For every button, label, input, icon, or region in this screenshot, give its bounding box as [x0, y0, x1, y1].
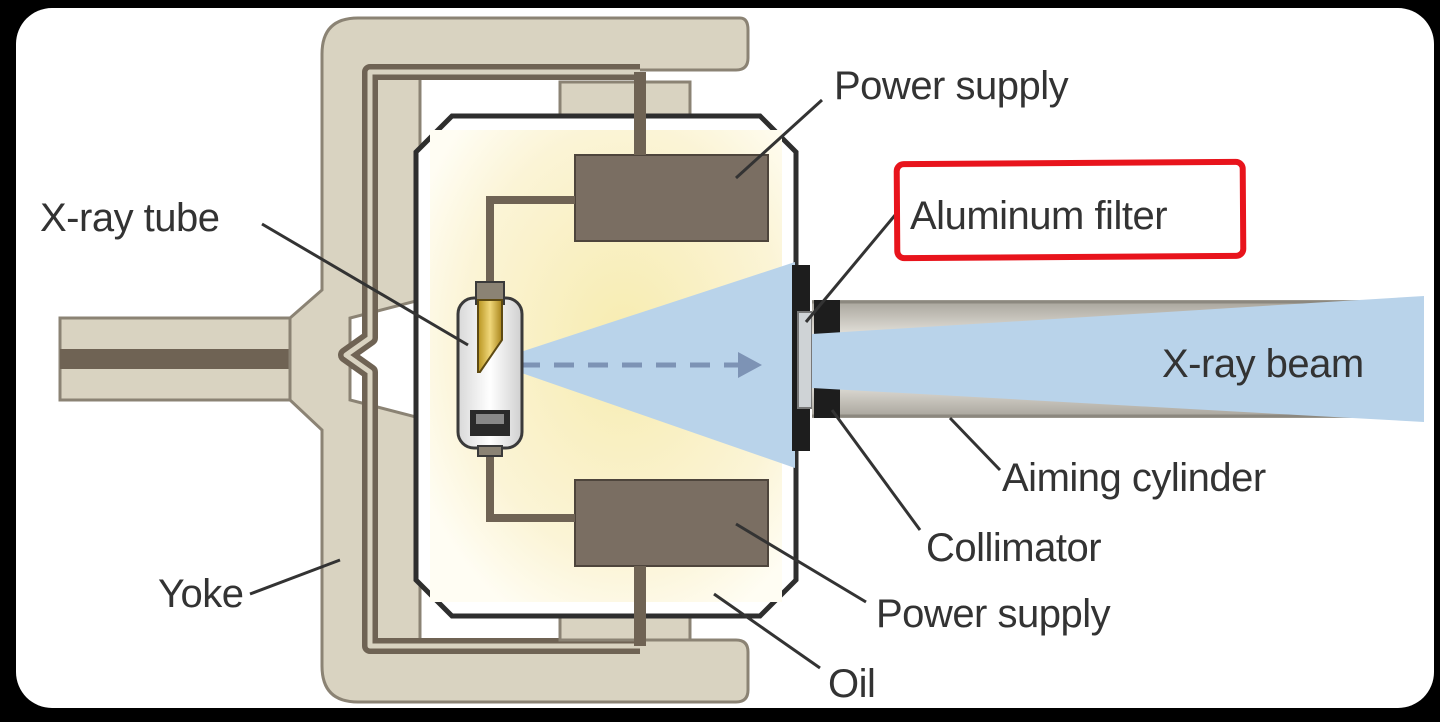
- top-mount: [558, 80, 692, 120]
- leader-lines: [249, 98, 1002, 670]
- label-aiming-cylinder: Aiming cylinder: [1002, 456, 1266, 500]
- label-collimator: Collimator: [926, 526, 1102, 570]
- power-supply-top: [574, 154, 769, 242]
- wire-bottom: [486, 455, 575, 522]
- power-supply-bottom: [574, 479, 769, 567]
- label-yoke: Yoke: [158, 572, 244, 616]
- label-power-supply-top: Power supply: [834, 64, 1069, 108]
- yoke: [288, 16, 750, 704]
- wire-top: [486, 196, 575, 285]
- xray-tube: [456, 281, 524, 457]
- xray-beam-inner: [490, 262, 795, 468]
- label-xray-tube: X-ray tube: [40, 196, 220, 240]
- label-power-supply-bottom: Power supply: [876, 592, 1111, 636]
- label-oil: Oil: [828, 662, 876, 706]
- beam-arrow: [738, 352, 762, 378]
- label-aluminum-filter: Aluminum filter: [910, 194, 1168, 238]
- xray-beam-outer: [812, 296, 1424, 422]
- label-xray-beam: X-ray beam: [1162, 342, 1364, 386]
- aluminum-filter: [797, 311, 813, 409]
